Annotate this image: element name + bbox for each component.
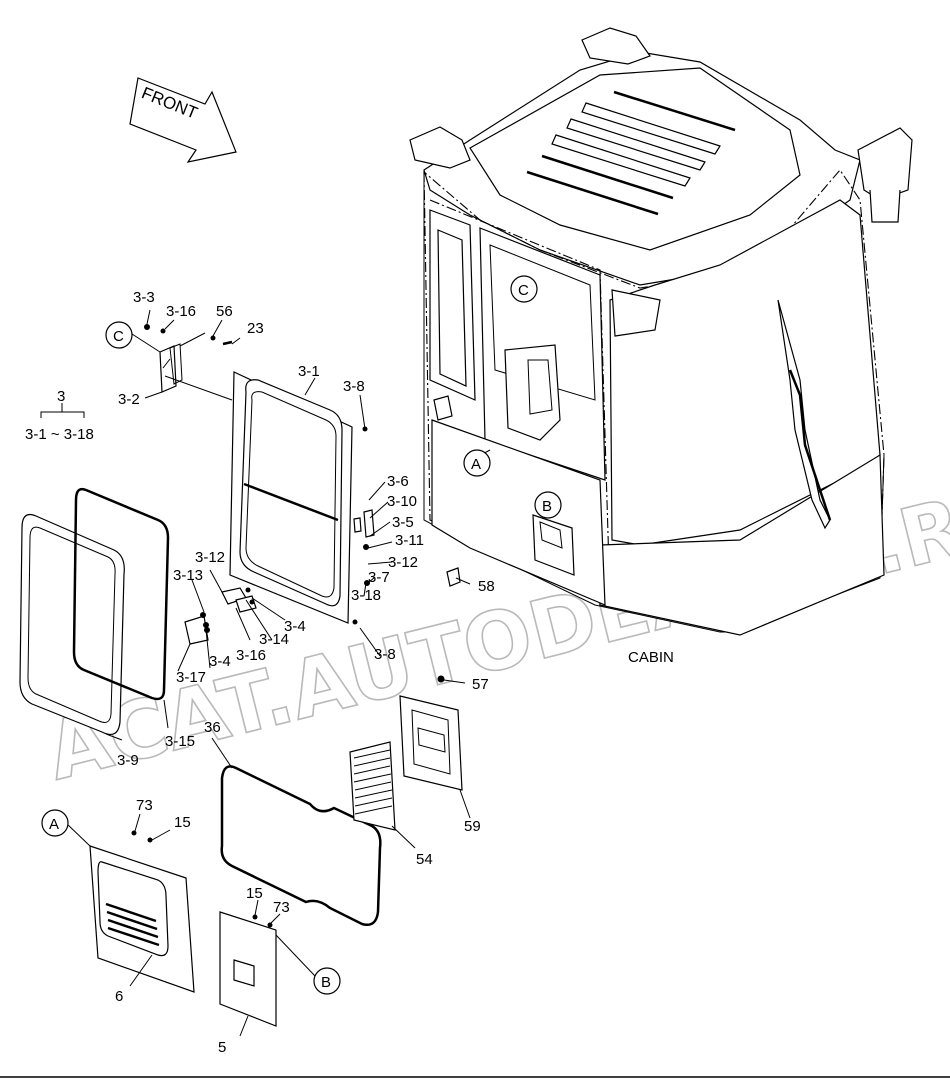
- window-seal-3-9: [19, 513, 125, 735]
- part-labels: 3-3 3-16 56 23 3-2 3 3-1 ~ 3-18 3-1 3-8 …: [25, 289, 495, 1056]
- label-73-lower: 73: [273, 899, 290, 916]
- label-3-12-right: 3-12: [388, 554, 418, 571]
- label-3-2: 3-2: [118, 391, 140, 408]
- label-3-1: 3-1: [298, 363, 320, 380]
- callout-a-cabin: A: [463, 449, 491, 477]
- cabin-illustration: CABIN: [409, 27, 913, 666]
- cover-6: [89, 830, 195, 993]
- label-3-18: 3-18: [351, 587, 381, 604]
- assembly-title: CABIN: [628, 649, 674, 666]
- label-3-4-lower: 3-4: [209, 653, 231, 670]
- label-36: 36: [204, 719, 221, 736]
- label-3-6: 3-6: [387, 473, 409, 490]
- label-3-14: 3-14: [259, 631, 289, 648]
- label-73-upper: 73: [136, 797, 153, 814]
- label-3-8-bottom: 3-8: [374, 646, 396, 663]
- label-54: 54: [416, 851, 433, 868]
- label-6: 6: [115, 988, 123, 1005]
- label-5: 5: [218, 1039, 226, 1056]
- callout-a-part6: A: [41, 809, 69, 837]
- svg-text:A: A: [471, 456, 481, 473]
- label-3-15: 3-15: [165, 733, 195, 750]
- label-3-11: 3-11: [395, 532, 424, 549]
- door-assembly: [184, 371, 375, 645]
- label-3-16: 3-16: [166, 303, 196, 320]
- leader-lines: [40, 309, 491, 1037]
- svg-text:C: C: [518, 282, 529, 299]
- callout-c-cabin: C: [510, 275, 538, 303]
- window-seal-3-15: [72, 487, 170, 701]
- cover-5: [219, 911, 277, 1027]
- label-15-lower: 15: [246, 885, 263, 902]
- label-3-10: 3-10: [387, 493, 417, 510]
- svg-text:B: B: [321, 974, 331, 991]
- label-3-5: 3-5: [392, 514, 414, 531]
- duct-59: [399, 675, 463, 791]
- hinge-bracket: [144, 324, 233, 393]
- label-3-8-top: 3-8: [343, 378, 365, 395]
- label-56: 56: [216, 303, 233, 320]
- callout-b-part5: B: [313, 967, 341, 995]
- callout-c-left: C: [105, 321, 133, 349]
- svg-text:B: B: [542, 498, 552, 515]
- label-3-13: 3-13: [173, 567, 203, 584]
- label-3-7: 3-7: [368, 569, 390, 586]
- label-3-17: 3-17: [176, 669, 206, 686]
- label-3-16-lower: 3-16: [236, 647, 266, 664]
- label-57: 57: [472, 676, 489, 693]
- label-3-range: 3-1 ~ 3-18: [25, 426, 94, 443]
- callout-b-cabin: B: [534, 491, 562, 519]
- clip-58: [446, 567, 461, 587]
- label-23: 23: [247, 320, 264, 337]
- label-15-upper: 15: [174, 814, 191, 831]
- front-arrow: FRONT: [129, 77, 237, 163]
- label-3-9: 3-9: [117, 752, 139, 769]
- svg-text:A: A: [49, 816, 59, 833]
- label-58: 58: [478, 578, 495, 595]
- svg-text:C: C: [113, 328, 124, 345]
- label-3-4-upper: 3-4: [284, 618, 306, 635]
- label-3: 3: [57, 388, 65, 405]
- seal-36: [220, 765, 382, 926]
- label-3-3: 3-3: [133, 289, 155, 306]
- label-59: 59: [464, 818, 481, 835]
- filter-54: [349, 741, 396, 831]
- label-3-12-left: 3-12: [195, 549, 225, 566]
